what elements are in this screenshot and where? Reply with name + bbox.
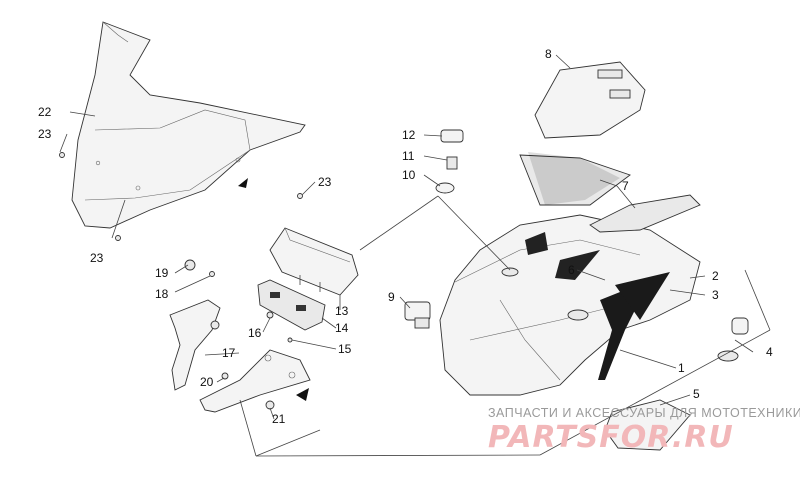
washer: [209, 271, 215, 277]
switch-stack: [435, 129, 464, 194]
watermark-tagline: ЗАПЧАСТИ И АКСЕССУАРЫ ДЛЯ МОТОТЕХНИКИ: [488, 406, 800, 420]
gauge-bracket: [257, 279, 326, 331]
screw-15: [287, 337, 293, 343]
callout-2: 2: [712, 269, 719, 283]
screw-20: [221, 372, 229, 380]
callout-23-c: 23: [318, 175, 332, 189]
callout-21: 21: [272, 412, 286, 426]
callout-1: 1: [678, 361, 685, 375]
side-trims: [519, 152, 701, 233]
callout-22: 22: [38, 105, 52, 119]
callout-11: 11: [402, 149, 415, 163]
callout-10: 10: [402, 168, 416, 182]
watermark-brand: PARTSFOR.RU: [488, 420, 734, 455]
callout-15: 15: [338, 342, 352, 356]
callout-23-a: 23: [38, 127, 52, 141]
callout-5: 5: [693, 387, 700, 401]
callout-7: 7: [622, 179, 629, 193]
callout-18: 18: [155, 287, 169, 301]
top-cover: [534, 61, 646, 139]
callout-16: 16: [248, 326, 262, 340]
callout-4: 4: [766, 345, 773, 359]
callout-6: 6: [568, 263, 575, 277]
callout-17: 17: [222, 346, 236, 360]
gauge-cluster: [269, 227, 359, 296]
callout-3: 3: [712, 288, 719, 302]
callout-labels: 22 23 23 23 19 18 16 13 14 15 17 20 21 9…: [38, 47, 773, 426]
watermark: ЗАПЧАСТИ И АКСЕССУАРЫ ДЛЯ МОТОТЕХНИКИ PA…: [488, 406, 800, 455]
fastener-4: [717, 317, 749, 362]
screw-16: [266, 311, 274, 319]
windshield-screws: [59, 152, 303, 241]
nut-19: [184, 259, 196, 271]
callout-20: 20: [200, 375, 214, 389]
front-arrow-2: [296, 388, 309, 401]
leader-lines: [59, 54, 771, 457]
callout-9: 9: [388, 290, 395, 304]
front-arrow-1: [238, 178, 248, 188]
callout-8: 8: [545, 47, 552, 61]
hood: [439, 214, 701, 396]
callout-23-b: 23: [90, 251, 104, 265]
mount-bracket: [169, 299, 311, 413]
callout-12: 12: [402, 128, 416, 142]
nut-21: [265, 400, 275, 410]
windshield: [71, 21, 306, 229]
panel-5: [604, 399, 691, 451]
knob-9: [404, 301, 431, 329]
callout-14: 14: [335, 321, 349, 335]
callout-19: 19: [155, 266, 169, 280]
callout-13: 13: [335, 304, 349, 318]
